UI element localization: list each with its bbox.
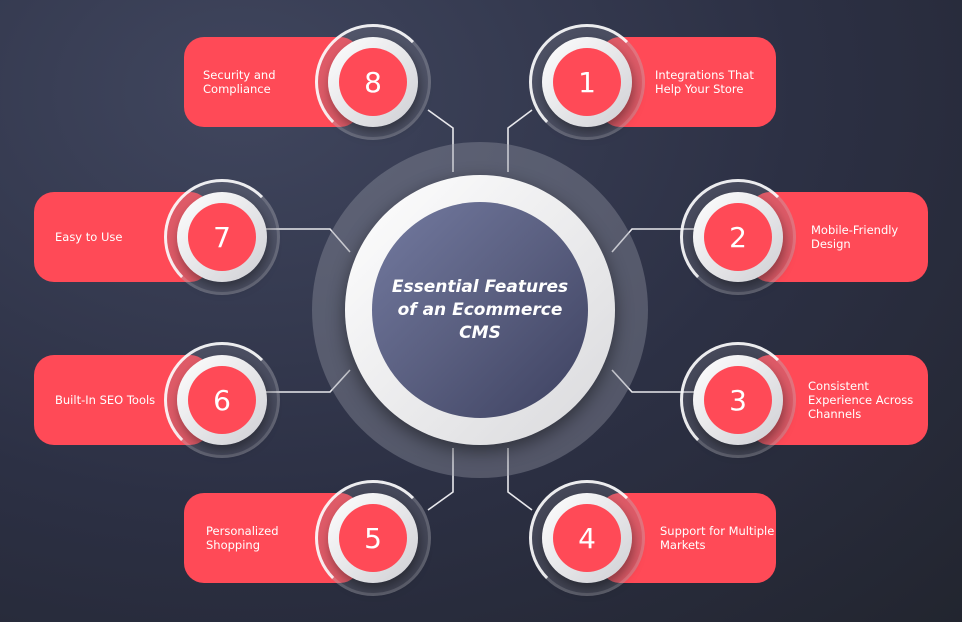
connector-3 bbox=[611, 369, 696, 393]
connector-2 bbox=[611, 228, 696, 253]
feature-number: 1 bbox=[553, 48, 621, 116]
feature-number: 4 bbox=[553, 504, 621, 572]
connector-6 bbox=[266, 369, 351, 393]
feature-badge: 5 bbox=[328, 493, 418, 583]
feature-label: Consistent Experience Across Channels bbox=[808, 379, 914, 421]
center-circle: Essential Features of an Ecommerce CMS bbox=[372, 202, 588, 418]
connector-5 bbox=[427, 448, 454, 511]
feature-badge: 3 bbox=[693, 355, 783, 445]
feature-badge: 7 bbox=[177, 192, 267, 282]
feature-number: 6 bbox=[188, 366, 256, 434]
feature-label: Easy to Use bbox=[55, 230, 123, 244]
feature-number: 2 bbox=[704, 203, 772, 271]
connector-4 bbox=[507, 448, 533, 511]
feature-label: Integrations That Help Your Store bbox=[655, 68, 754, 96]
feature-label: Security and Compliance bbox=[203, 68, 276, 96]
feature-number: 5 bbox=[339, 504, 407, 572]
feature-number: 8 bbox=[339, 48, 407, 116]
connector-1 bbox=[507, 109, 533, 172]
feature-badge: 1 bbox=[542, 37, 632, 127]
feature-label: Built-In SEO Tools bbox=[55, 393, 156, 407]
feature-label: Personalized Shopping bbox=[206, 524, 279, 552]
feature-badge: 2 bbox=[693, 192, 783, 282]
feature-label: Support for Multiple Markets bbox=[660, 524, 775, 552]
feature-number: 7 bbox=[188, 203, 256, 271]
feature-badge: 6 bbox=[177, 355, 267, 445]
feature-number: 3 bbox=[704, 366, 772, 434]
feature-badge: 4 bbox=[542, 493, 632, 583]
connector-8 bbox=[427, 109, 454, 172]
feature-badge: 8 bbox=[328, 37, 418, 127]
connector-7 bbox=[266, 228, 351, 253]
feature-label: Mobile-Friendly Design bbox=[811, 223, 899, 251]
diagram-title: Essential Features of an Ecommerce CMS bbox=[391, 276, 569, 343]
